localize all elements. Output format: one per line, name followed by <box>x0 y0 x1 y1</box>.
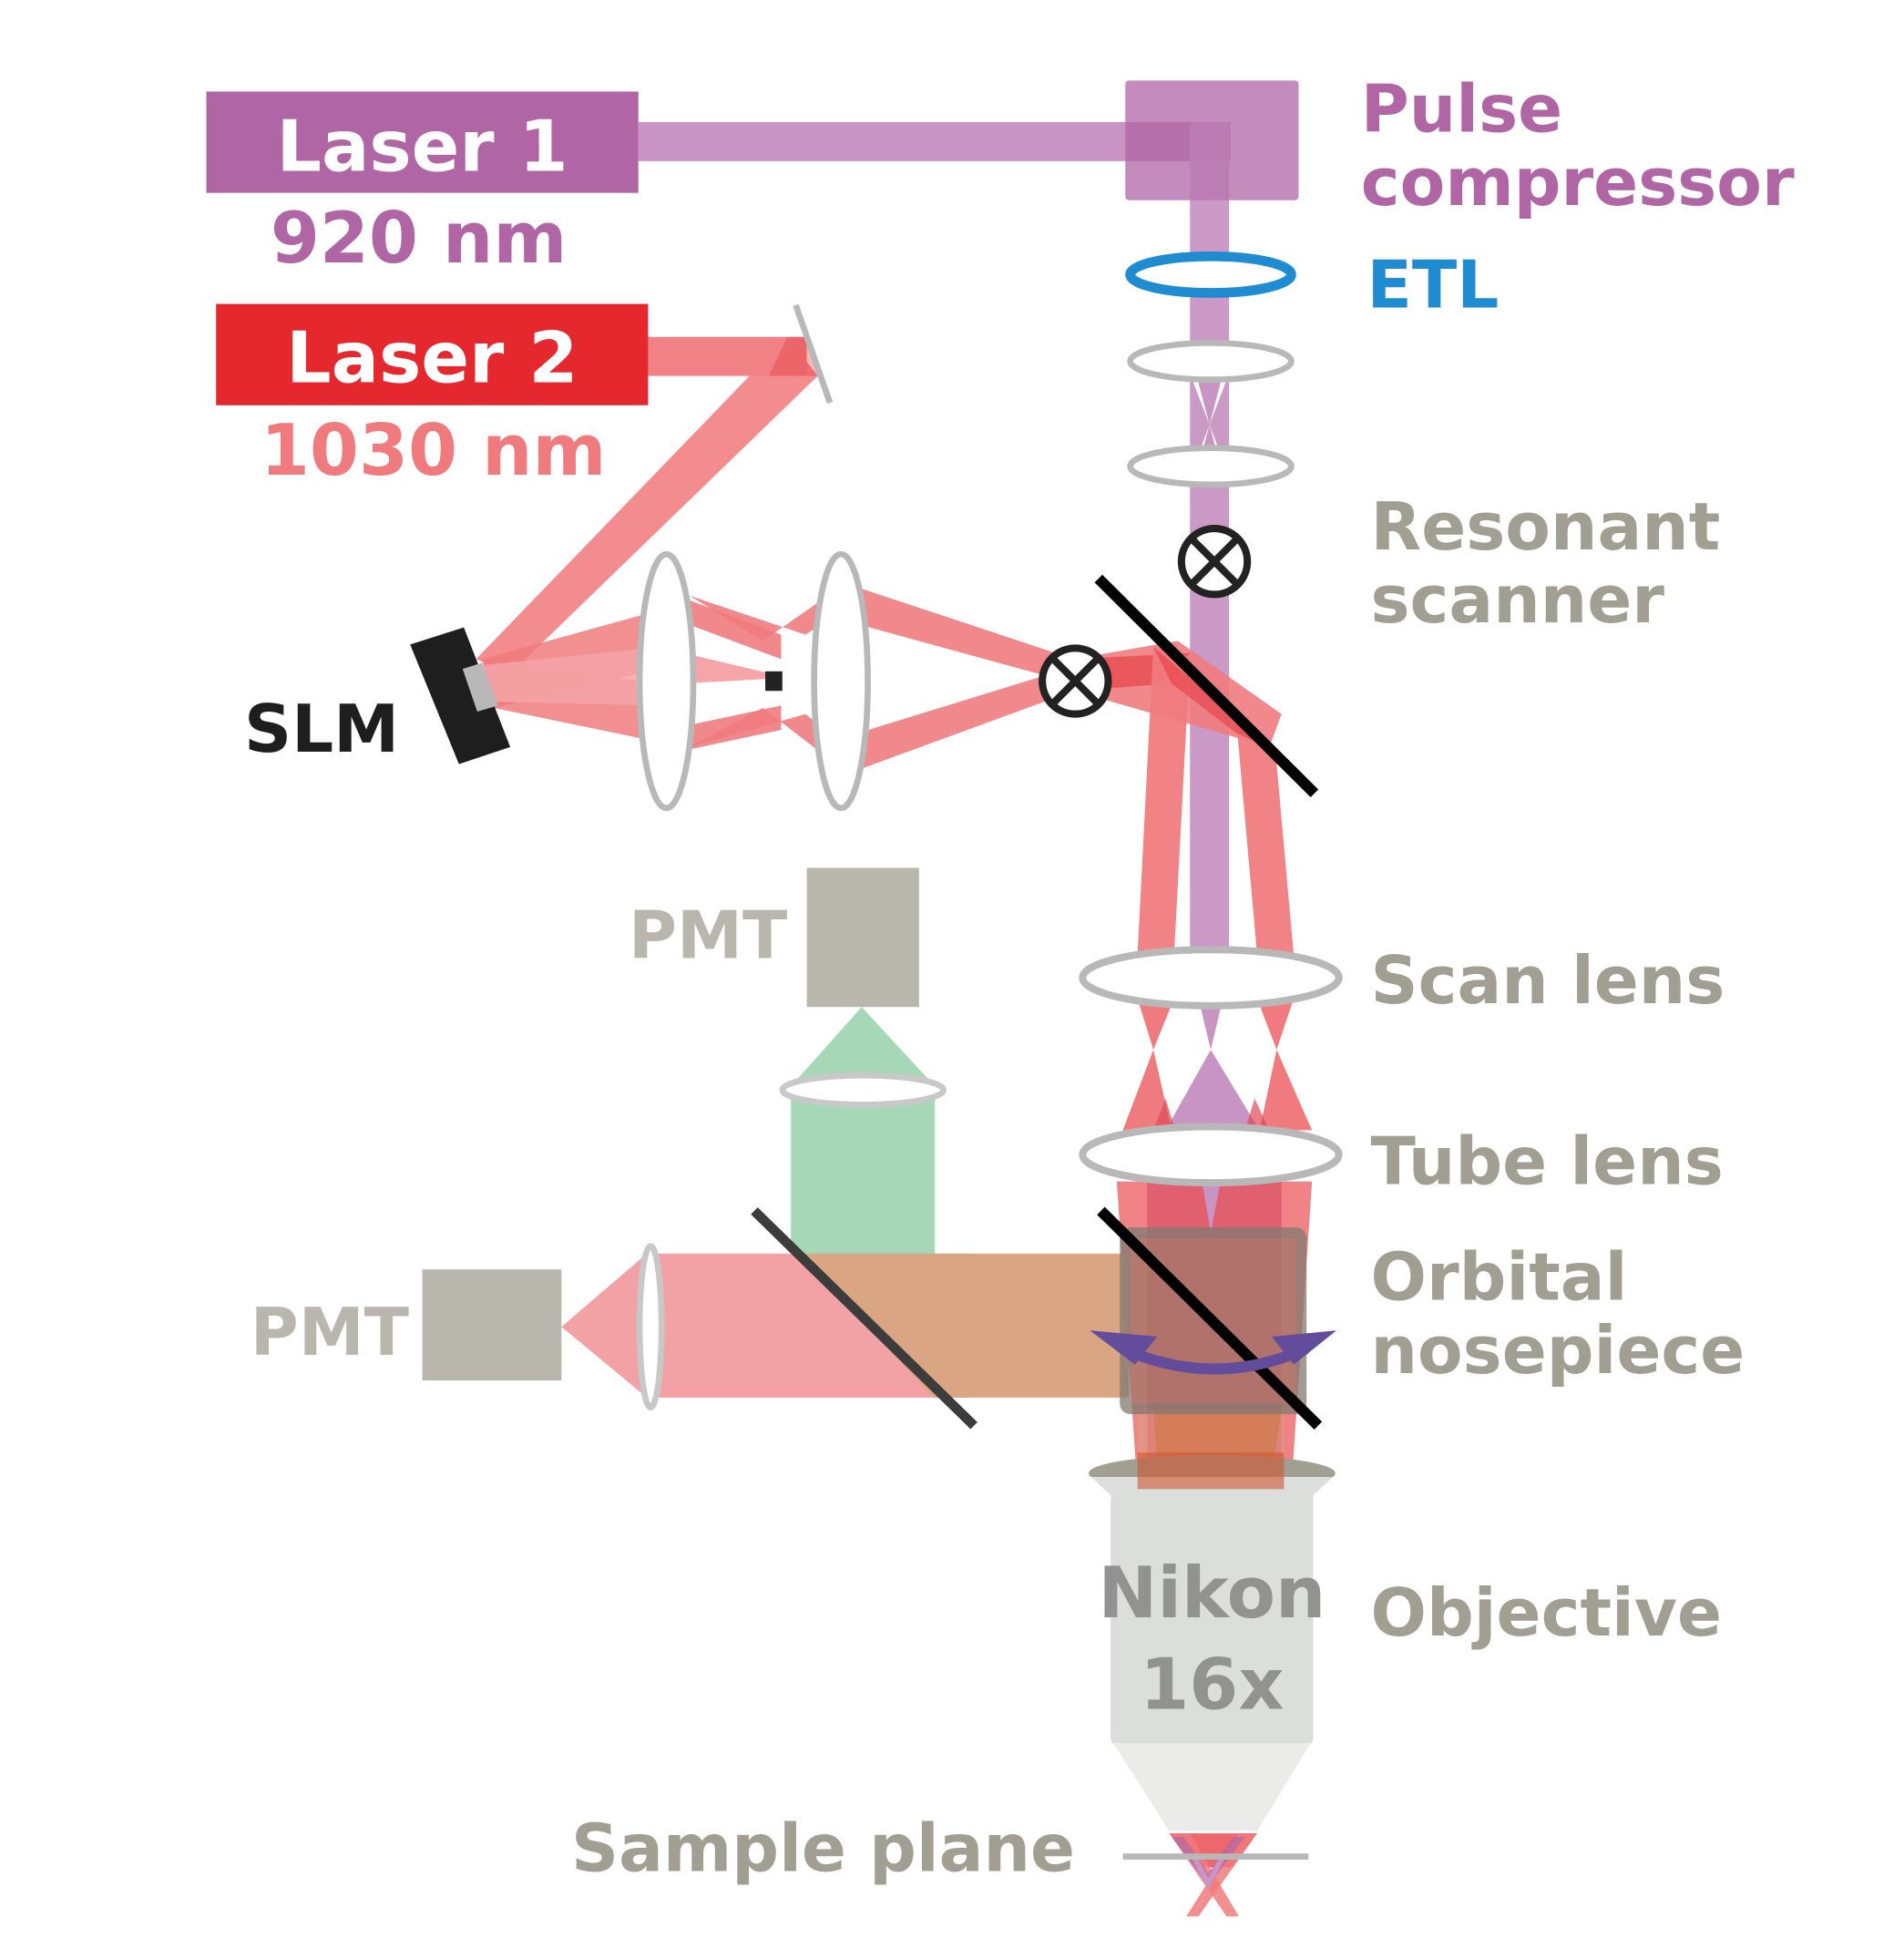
laser2-wavelength: 1030 nm <box>261 410 607 492</box>
sample-plane-label: Sample plane <box>571 1811 1075 1888</box>
laser2-label: Laser 2 <box>286 317 578 399</box>
emission-dichroic <box>751 1207 978 1430</box>
scanner-dichroic <box>1094 574 1319 798</box>
pulse-compressor-label-1: Pulse <box>1361 72 1562 149</box>
sample-focus-beams <box>1169 1833 1257 1917</box>
scan-lens <box>1079 946 1343 1010</box>
resonant-scanner-label-2: scanner <box>1370 562 1664 639</box>
pmt-left-box <box>422 1269 562 1381</box>
pmt-left-label: PMT <box>251 1295 409 1371</box>
zero-order-block <box>765 671 783 692</box>
laser2-box: Laser 2 <box>216 303 649 405</box>
laser2-beam-path <box>476 336 818 674</box>
slm-lens-1 <box>636 550 697 812</box>
emission-green <box>791 1007 936 1256</box>
orbital-nosepiece-label-1: Orbital <box>1370 1240 1627 1317</box>
nosepiece-dichroic <box>1097 1206 1323 1430</box>
relay-beams <box>1122 998 1313 1131</box>
orbital-nosepiece-label-2: nosepiece <box>1370 1313 1745 1389</box>
slm-device <box>410 627 511 764</box>
relay-lens-2 <box>1127 445 1295 488</box>
etl-lens <box>1125 251 1296 298</box>
rotation-arrow-icon <box>1090 1330 1336 1375</box>
pmt-top-box <box>806 867 919 1008</box>
etl-label: ETL <box>1367 248 1499 324</box>
objective-lens <box>1089 1452 1336 1831</box>
relay-lens-1 <box>1127 340 1295 383</box>
galvo-scanner-icon <box>1039 644 1112 718</box>
slm-label: SLM <box>244 692 399 768</box>
red-pmt-lens <box>636 1243 665 1410</box>
objective-magnification-label: 16x <box>1140 1645 1284 1727</box>
slm-lens-2 <box>811 550 871 812</box>
scan-lens-label: Scan lens <box>1370 943 1725 1020</box>
objective-brand-label: Nikon <box>1098 1553 1326 1635</box>
resonant-scanner-label-1: Resonant <box>1370 489 1720 566</box>
pmt-top-label: PMT <box>629 898 787 975</box>
laser1-box: Laser 1 <box>206 91 639 193</box>
tube-lens-label: Tube lens <box>1370 1123 1723 1200</box>
laser2-fold-mirror <box>793 303 834 405</box>
pulse-compressor-label-2: compressor <box>1361 145 1795 221</box>
objective-label: Objective <box>1370 1575 1722 1652</box>
laser1-label: Laser 1 <box>276 107 568 189</box>
laser1-wavelength: 920 nm <box>271 198 567 280</box>
tube-lens <box>1079 1123 1343 1187</box>
green-pmt-lens <box>779 1072 947 1108</box>
resonant-scanner-icon <box>1177 525 1252 599</box>
